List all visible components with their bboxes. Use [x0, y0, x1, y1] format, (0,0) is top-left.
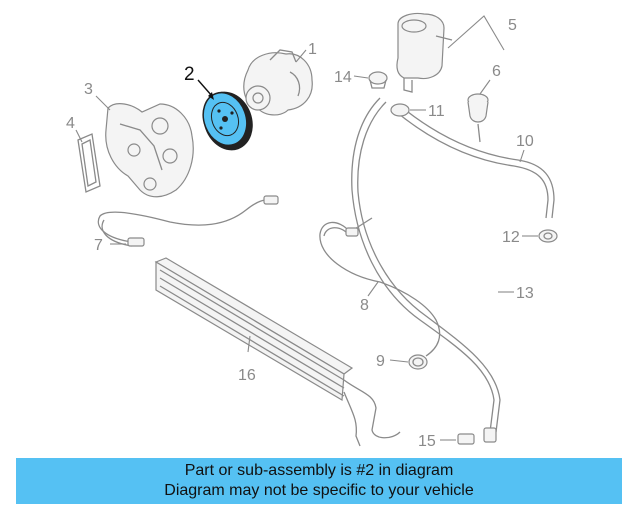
part-5-reservoir	[396, 12, 453, 93]
part-15-connector	[457, 433, 475, 445]
part-16-cooler	[154, 257, 401, 447]
callout-6: 6	[479, 63, 501, 95]
callout-9: 9	[376, 353, 409, 370]
callout-4: 4	[66, 115, 83, 143]
part-9-clamp	[408, 354, 428, 370]
callout-14: 14	[334, 69, 369, 86]
part-2-pulley	[202, 91, 253, 151]
callout-label-16: 16	[238, 367, 256, 384]
part-12-fitting	[538, 229, 558, 243]
part-3-bracket	[105, 103, 194, 198]
part-13-pressure-hose	[351, 97, 501, 443]
callout-7: 7	[94, 237, 126, 254]
part-8-hose	[319, 217, 441, 357]
part-4-gasket	[77, 133, 101, 193]
callout-label-13: 13	[516, 285, 534, 302]
callout-15: 15	[418, 433, 456, 450]
callout-3: 3	[84, 81, 111, 111]
callout-13: 13	[498, 285, 534, 302]
part-14-cap	[368, 71, 388, 89]
part-11-fitting	[390, 103, 410, 117]
part-6-cap	[467, 93, 489, 143]
callout-11: 11	[410, 103, 445, 120]
callout-label-8: 8	[360, 297, 369, 314]
callout-label-4: 4	[66, 115, 75, 132]
banner-line-disclaimer: Diagram may not be specific to your vehi…	[164, 482, 474, 499]
callout-label-6: 6	[492, 63, 501, 80]
callout-1: 1	[295, 41, 317, 63]
callout-label-10: 10	[516, 133, 534, 150]
callout-label-11: 11	[428, 103, 445, 120]
callout-10: 10	[516, 133, 534, 163]
callout-16: 16	[238, 335, 256, 384]
info-banner: Part or sub-assembly is #2 in diagram Di…	[16, 458, 622, 504]
callout-label-3: 3	[84, 81, 93, 98]
callout-label-14: 14	[334, 69, 352, 86]
part-1-power-steering-pump	[243, 49, 313, 116]
callout-label-12: 12	[502, 229, 520, 246]
parts-diagram: 1 2 3 4 5 6 7 8 9 10 11 12	[66, 12, 558, 450]
callout-label-9: 9	[376, 353, 385, 370]
part-10-return-hose	[393, 103, 555, 219]
part-7-wire	[97, 195, 279, 247]
callout-2: 2	[184, 64, 214, 100]
callout-5: 5	[447, 15, 517, 51]
callout-12: 12	[502, 229, 538, 246]
callout-label-15: 15	[418, 433, 436, 450]
callout-8: 8	[360, 281, 379, 314]
callout-label-2: 2	[184, 64, 195, 85]
callout-label-5: 5	[508, 17, 517, 34]
callout-label-1: 1	[308, 41, 317, 58]
banner-line-part-number: Part or sub-assembly is #2 in diagram	[184, 462, 454, 479]
callout-label-7: 7	[94, 237, 103, 254]
